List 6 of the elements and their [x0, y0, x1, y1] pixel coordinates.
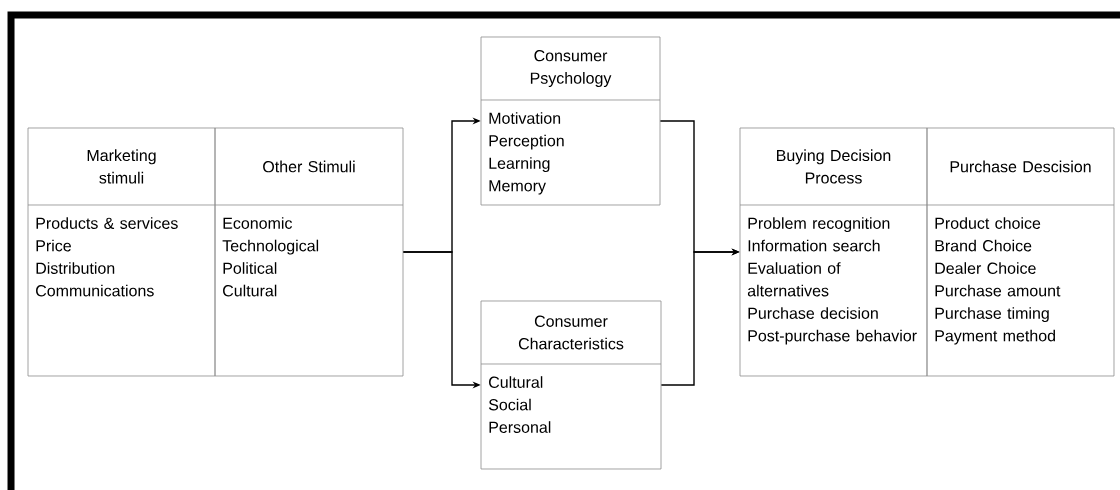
category-table-column: Other Stimuli Economic Technological Political Cultural	[214, 127, 404, 377]
category-table-column: Marketing stimuli Products & services Price Distribution Communications	[27, 127, 216, 377]
category-table-column: Buying Decision Process Problem recognition Information search Evaluation of alternatives Purchase decision Post-purchase behavior	[739, 127, 928, 377]
category-table-column: Consumer Characteristics Cultural Social Personal	[480, 300, 662, 470]
category-table-column: Purchase Descision Product choice Brand Choice Dealer Choice Purchase amount Purchase timing Payment method	[926, 127, 1115, 377]
category-table-column: Consumer Psychology Motivation Perception Learning Memory	[480, 36, 661, 206]
